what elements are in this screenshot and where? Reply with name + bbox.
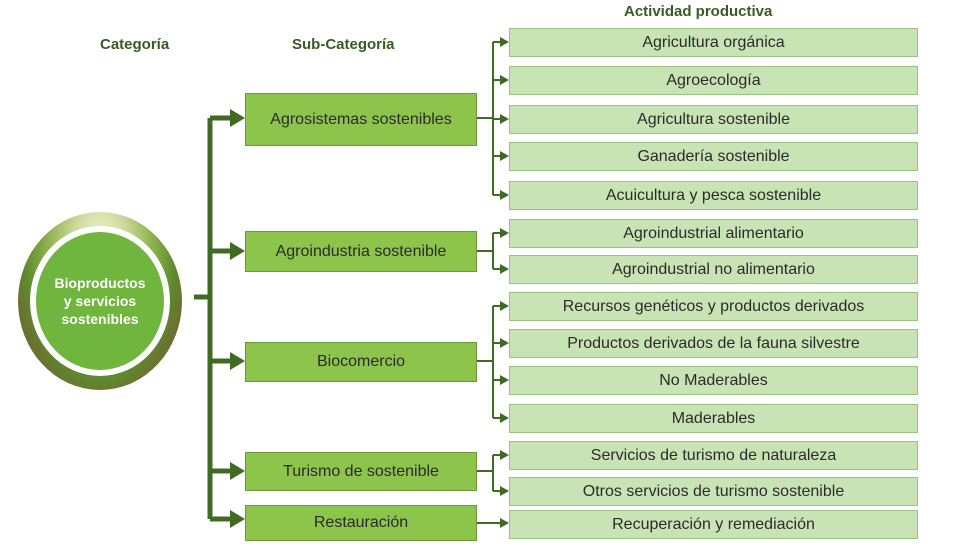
activity-arrow bbox=[500, 114, 509, 124]
activity-arrow bbox=[500, 486, 509, 496]
subcategory-biocomercio: Biocomercio bbox=[245, 342, 477, 382]
activity-agroecologia: Agroecología bbox=[509, 66, 918, 95]
activity-arrow bbox=[500, 228, 509, 238]
activity-agricultura-sostenible: Agricultura sostenible bbox=[509, 105, 918, 134]
category-label: Bioproductos y servicios sostenibles bbox=[54, 275, 146, 327]
activity-arrow bbox=[500, 338, 509, 348]
activity-ganaderia-sostenible: Ganadería sostenible bbox=[509, 142, 918, 171]
activity-arrow bbox=[500, 518, 509, 528]
branch-arrow bbox=[230, 109, 245, 127]
activity-fauna-silvestre: Productos derivados de la fauna silvestr… bbox=[509, 329, 918, 358]
branch-arrow bbox=[230, 510, 245, 528]
header-category: Categoría bbox=[100, 36, 170, 53]
activity-no-maderables: No Maderables bbox=[509, 366, 918, 395]
activity-agroindustrial-no-alimentario: Agroindustrial no alimentario bbox=[509, 255, 918, 284]
category-node: Bioproductos y servicios sostenibles bbox=[36, 232, 164, 370]
activity-arrow bbox=[500, 375, 509, 385]
branch-arrow bbox=[230, 462, 245, 480]
activity-agroindustrial-alimentario: Agroindustrial alimentario bbox=[509, 219, 918, 248]
header-activity: Actividad productiva bbox=[624, 3, 773, 20]
activity-arrow bbox=[500, 450, 509, 460]
subcategory-agroindustria: Agroindustria sostenible bbox=[245, 231, 477, 272]
subcategory-turismo: Turismo de sostenible bbox=[245, 452, 477, 491]
subcategory-label: Agroindustria sostenible bbox=[275, 242, 447, 260]
subcategory-label: Restauración bbox=[313, 514, 409, 531]
activity-arrow bbox=[500, 264, 509, 274]
subcategory-label: Agrosistemas sostenibles bbox=[270, 110, 452, 128]
activity-arrow bbox=[500, 190, 509, 200]
activity-turismo-naturaleza: Servicios de turismo de naturaleza bbox=[509, 441, 918, 470]
branch-arrow bbox=[230, 242, 245, 260]
activity-recuperacion: Recuperación y remediación bbox=[509, 510, 918, 539]
activity-arrow bbox=[500, 151, 509, 161]
activity-acuicultura: Acuicultura y pesca sostenible bbox=[509, 181, 918, 210]
activity-arrow bbox=[500, 37, 509, 47]
activity-maderables: Maderables bbox=[509, 404, 918, 433]
activity-agricultura-organica: Agricultura orgánica bbox=[509, 28, 918, 57]
branch-arrow bbox=[230, 352, 245, 370]
activity-arrow bbox=[500, 301, 509, 311]
subcategory-label: Biocomercio bbox=[316, 353, 406, 370]
header-subcategory: Sub-Categoría bbox=[292, 36, 395, 53]
activity-arrow bbox=[500, 413, 509, 423]
activity-recursos-geneticos: Recursos genéticos y productos derivados bbox=[509, 292, 918, 321]
subcategory-label: Turismo de sostenible bbox=[283, 462, 439, 480]
subcategory-agrosistemas: Agrosistemas sostenibles bbox=[245, 93, 477, 146]
activity-otros-turismo: Otros servicios de turismo sostenible bbox=[509, 477, 918, 506]
subcategory-restauracion: Restauración bbox=[245, 505, 477, 541]
activity-arrow bbox=[500, 75, 509, 85]
